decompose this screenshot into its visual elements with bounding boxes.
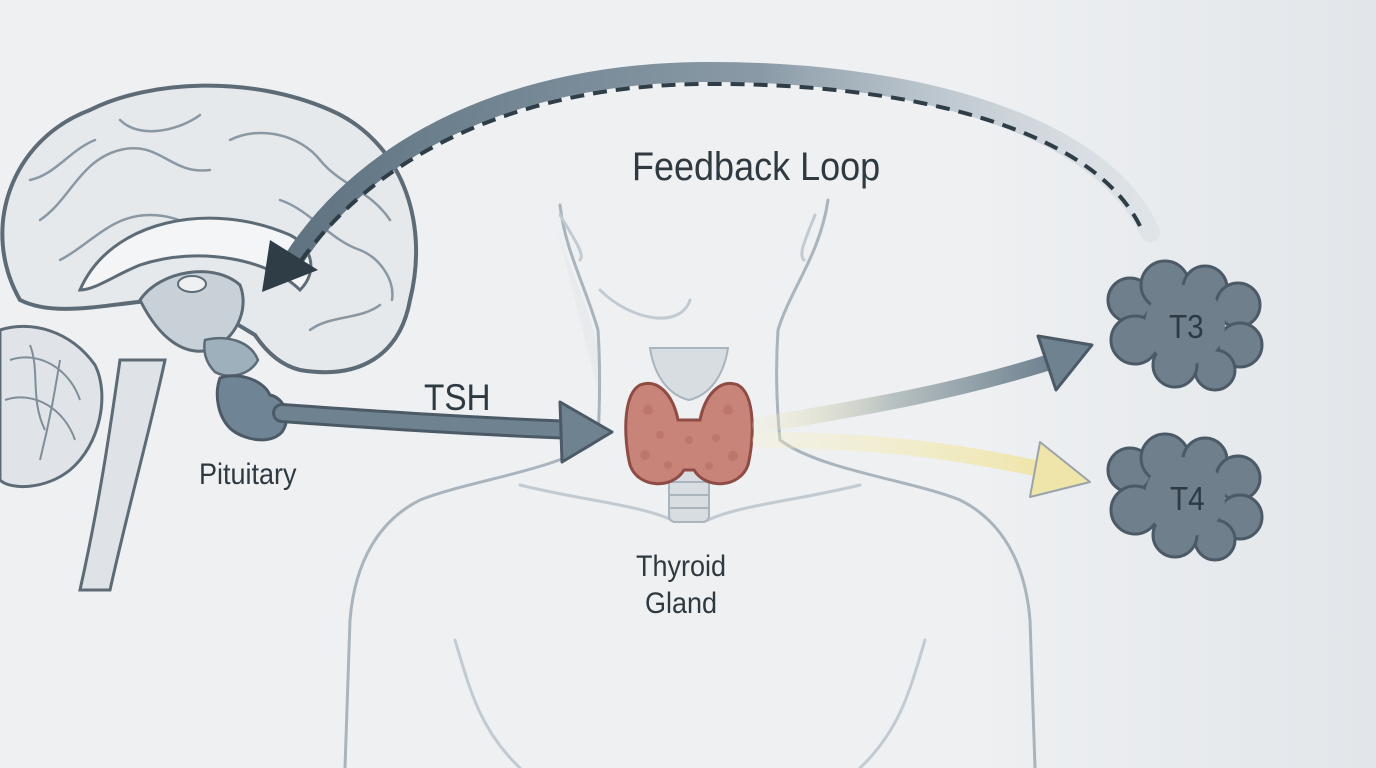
t4-molecule-icon: [1106, 432, 1264, 562]
t3-molecule-icon: [1106, 259, 1264, 392]
t4-label: T4: [1170, 480, 1205, 517]
t3-label: T3: [1169, 308, 1204, 345]
thyroid-label-line-2: Gland: [644, 587, 718, 620]
feedback-arrow: [262, 61, 1160, 292]
brain: [0, 83, 419, 592]
tsh-arrow: [272, 400, 614, 464]
body-figure: [343, 198, 1037, 768]
tsh-label: TSH: [424, 377, 491, 418]
pituitary-gland-shape: [215, 374, 289, 442]
pituitary-label: Pituitary: [199, 458, 297, 491]
t4-arrow: [752, 432, 1091, 498]
thyroid-gland-label: Thyroid Gland: [636, 548, 726, 622]
t3-arrow: [752, 334, 1094, 433]
thyroid-gland-shape: [624, 382, 754, 486]
feedback-loop-title: Feedback Loop: [632, 145, 881, 189]
larynx: [648, 347, 730, 523]
thyroid-label-line-1: Thyroid: [636, 550, 727, 583]
